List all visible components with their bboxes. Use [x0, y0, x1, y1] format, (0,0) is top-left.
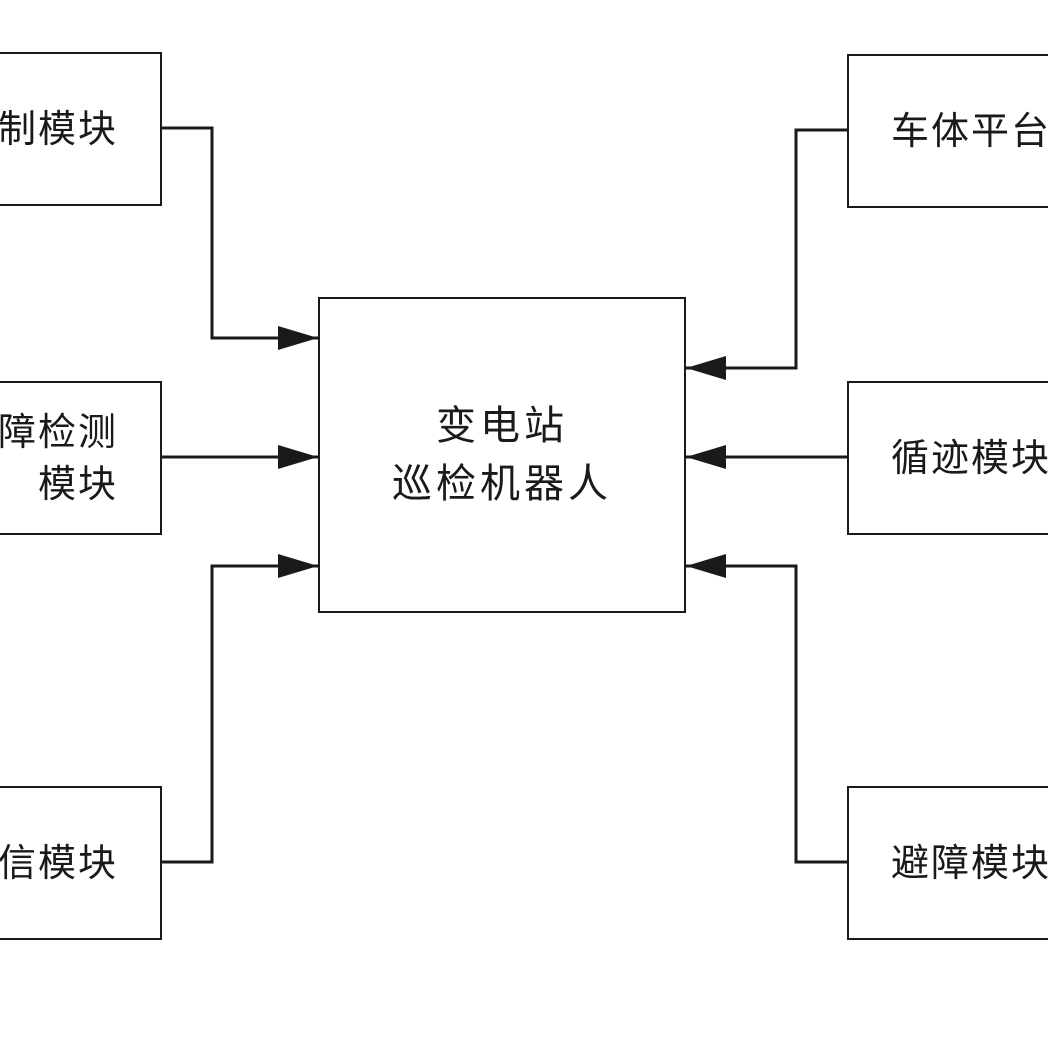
right-box-2-line-1: 循迹模块	[891, 436, 1048, 480]
right-box-1-label: 车体平台	[891, 105, 1048, 157]
right-box-obstacle-avoidance-module: 避障模块	[847, 786, 1048, 940]
left-box-fault-detection-module: 障检测 模块	[0, 381, 162, 535]
center-box-substation-robot: 变电站 巡检机器人	[318, 297, 686, 613]
left-box-2-line-1: 障检测	[0, 410, 118, 454]
connector-right-top	[686, 128, 848, 380]
left-box-3-line-1: 信模块	[0, 841, 118, 885]
left-box-1-label: 制模块	[0, 103, 118, 155]
right-box-chassis-platform: 车体平台	[847, 54, 1048, 208]
right-box-2-label: 循迹模块	[891, 432, 1048, 484]
left-box-control-module: 制模块	[0, 52, 162, 206]
left-box-3-label: 信模块	[0, 837, 118, 889]
right-box-3-label: 避障模块	[891, 837, 1048, 889]
left-box-2-line-2: 模块	[37, 462, 118, 506]
right-box-3-line-1: 避障模块	[891, 841, 1048, 885]
left-box-communication-module: 信模块	[0, 786, 162, 940]
left-box-1-line-1: 制模块	[0, 107, 118, 151]
connector-right-bottom	[686, 554, 848, 864]
center-box-label: 变电站 巡检机器人	[392, 397, 612, 513]
right-box-1-line-1: 车体平台	[891, 109, 1048, 153]
center-line-2: 巡检机器人	[392, 461, 612, 507]
left-box-2-label: 障检测 模块	[0, 406, 118, 510]
connector-left-top	[161, 126, 318, 350]
center-line-1: 变电站	[436, 403, 568, 449]
right-box-line-tracking-module: 循迹模块	[847, 381, 1048, 535]
connector-left-bottom	[161, 554, 318, 864]
